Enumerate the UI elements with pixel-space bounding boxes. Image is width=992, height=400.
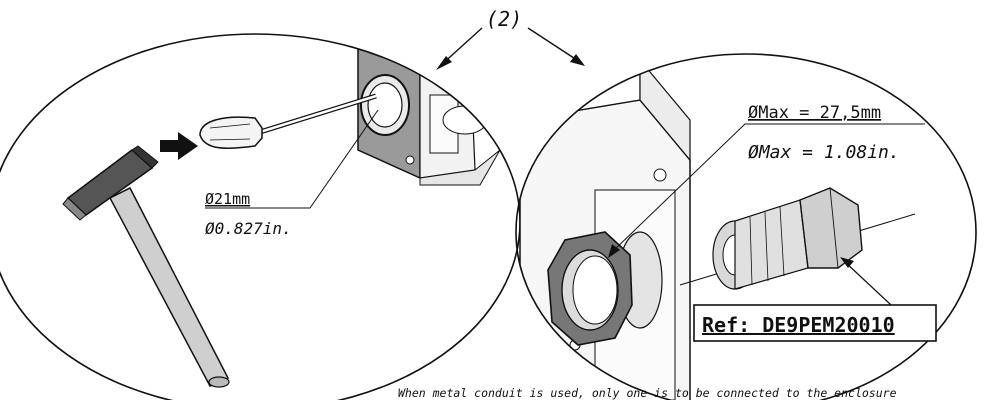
lock-nut-icon [547, 231, 633, 346]
screwdriver-icon [199, 93, 377, 150]
hammer-icon [62, 145, 230, 388]
right-detail-view [515, 53, 977, 400]
footnote-text: When metal conduit is used, only one is … [398, 386, 897, 400]
callout-label: (2) [486, 7, 522, 31]
right-max-in: ØMax = 1.08in. [748, 142, 900, 163]
callout-arrows [436, 27, 585, 70]
left-detail-view [0, 33, 521, 400]
conduit-fitting-icon [712, 187, 863, 290]
ref-box [693, 304, 937, 342]
arrow-right-icon [160, 132, 198, 160]
right-max-mm: ØMax = 27,5mm [748, 103, 881, 123]
left-diameter-in: Ø0.827in. [205, 219, 292, 238]
left-diameter-mm: Ø21mm [205, 190, 250, 208]
ref-label: Ref: DE9PEM20010 [702, 313, 895, 337]
